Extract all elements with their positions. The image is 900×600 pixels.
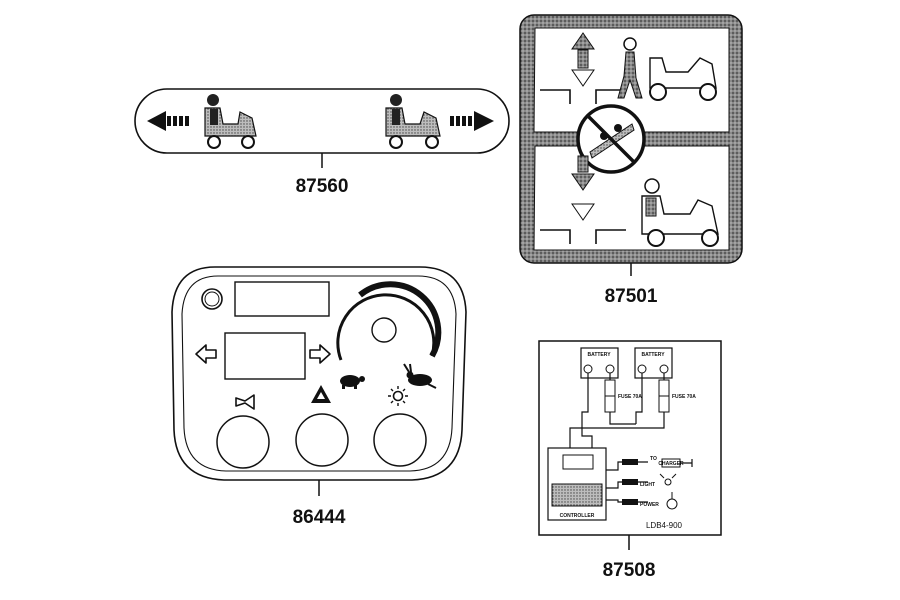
svg-text:POWER: POWER: [640, 502, 659, 508]
scooter-rider-right-icon: [385, 94, 441, 149]
horn-icon: [235, 394, 255, 410]
battery-left: BATTERY: [580, 347, 619, 379]
svg-text:LIGHT: LIGHT: [640, 482, 655, 488]
controller-box: CONTROLLER: [547, 447, 607, 521]
hazard-icon: [311, 385, 331, 403]
no-incline-riding-icon: [576, 104, 646, 174]
light-button[interactable]: [373, 413, 427, 467]
directional-decal: 87560: [134, 88, 510, 197]
part-number-87560: 87560: [296, 176, 349, 197]
arrow-left-icon: [147, 111, 189, 131]
hazard-button[interactable]: [295, 413, 349, 467]
speed-dial: [336, 281, 442, 361]
down-arrow-icon: [540, 155, 626, 244]
turn-left-arrow-icon: [195, 344, 217, 364]
part-number-87501: 87501: [605, 286, 658, 307]
turtle-slow-icon: [340, 375, 365, 389]
up-arrow-icon: [540, 32, 626, 104]
scooter-rider-left-icon: [204, 94, 257, 149]
turn-right-arrow-icon: [309, 344, 331, 364]
svg-text:TO: TO: [650, 456, 657, 462]
display-window-bottom: [224, 332, 306, 380]
display-window-top: [234, 281, 330, 317]
key-switch-icon: [201, 288, 223, 310]
seated-scooter-rider-icon: [641, 178, 719, 247]
arrow-right-icon: [450, 111, 494, 131]
horn-button[interactable]: [216, 415, 270, 469]
svg-text:BATTERY: BATTERY: [641, 352, 665, 358]
model-code: LDB4-900: [646, 521, 683, 530]
charger-output: TO CHARGER: [622, 456, 693, 468]
svg-text:CONTROLLER: CONTROLLER: [560, 513, 595, 519]
incline-warning-decal: 87501: [519, 14, 743, 307]
svg-text:BATTERY: BATTERY: [587, 352, 611, 358]
wiring-diagram-decal: BATTERY BATTERY FUSE 70A FUSE 70A: [538, 340, 722, 581]
light-icon: [388, 386, 408, 406]
svg-text:CHARGER: CHARGER: [658, 461, 684, 467]
part-number-87508: 87508: [603, 560, 656, 581]
light-output: LIGHT: [622, 473, 677, 488]
control-panel-overlay: 86444: [171, 266, 467, 528]
rabbit-fast-icon: [403, 363, 437, 389]
svg-text:FUSE 70A: FUSE 70A: [618, 394, 642, 400]
power-output: POWER: [622, 492, 678, 510]
person-pushing-scooter-icon: [617, 37, 717, 101]
battery-right: BATTERY: [634, 347, 673, 379]
part-number-86444: 86444: [293, 507, 346, 528]
svg-text:FUSE 70A: FUSE 70A: [672, 394, 696, 400]
